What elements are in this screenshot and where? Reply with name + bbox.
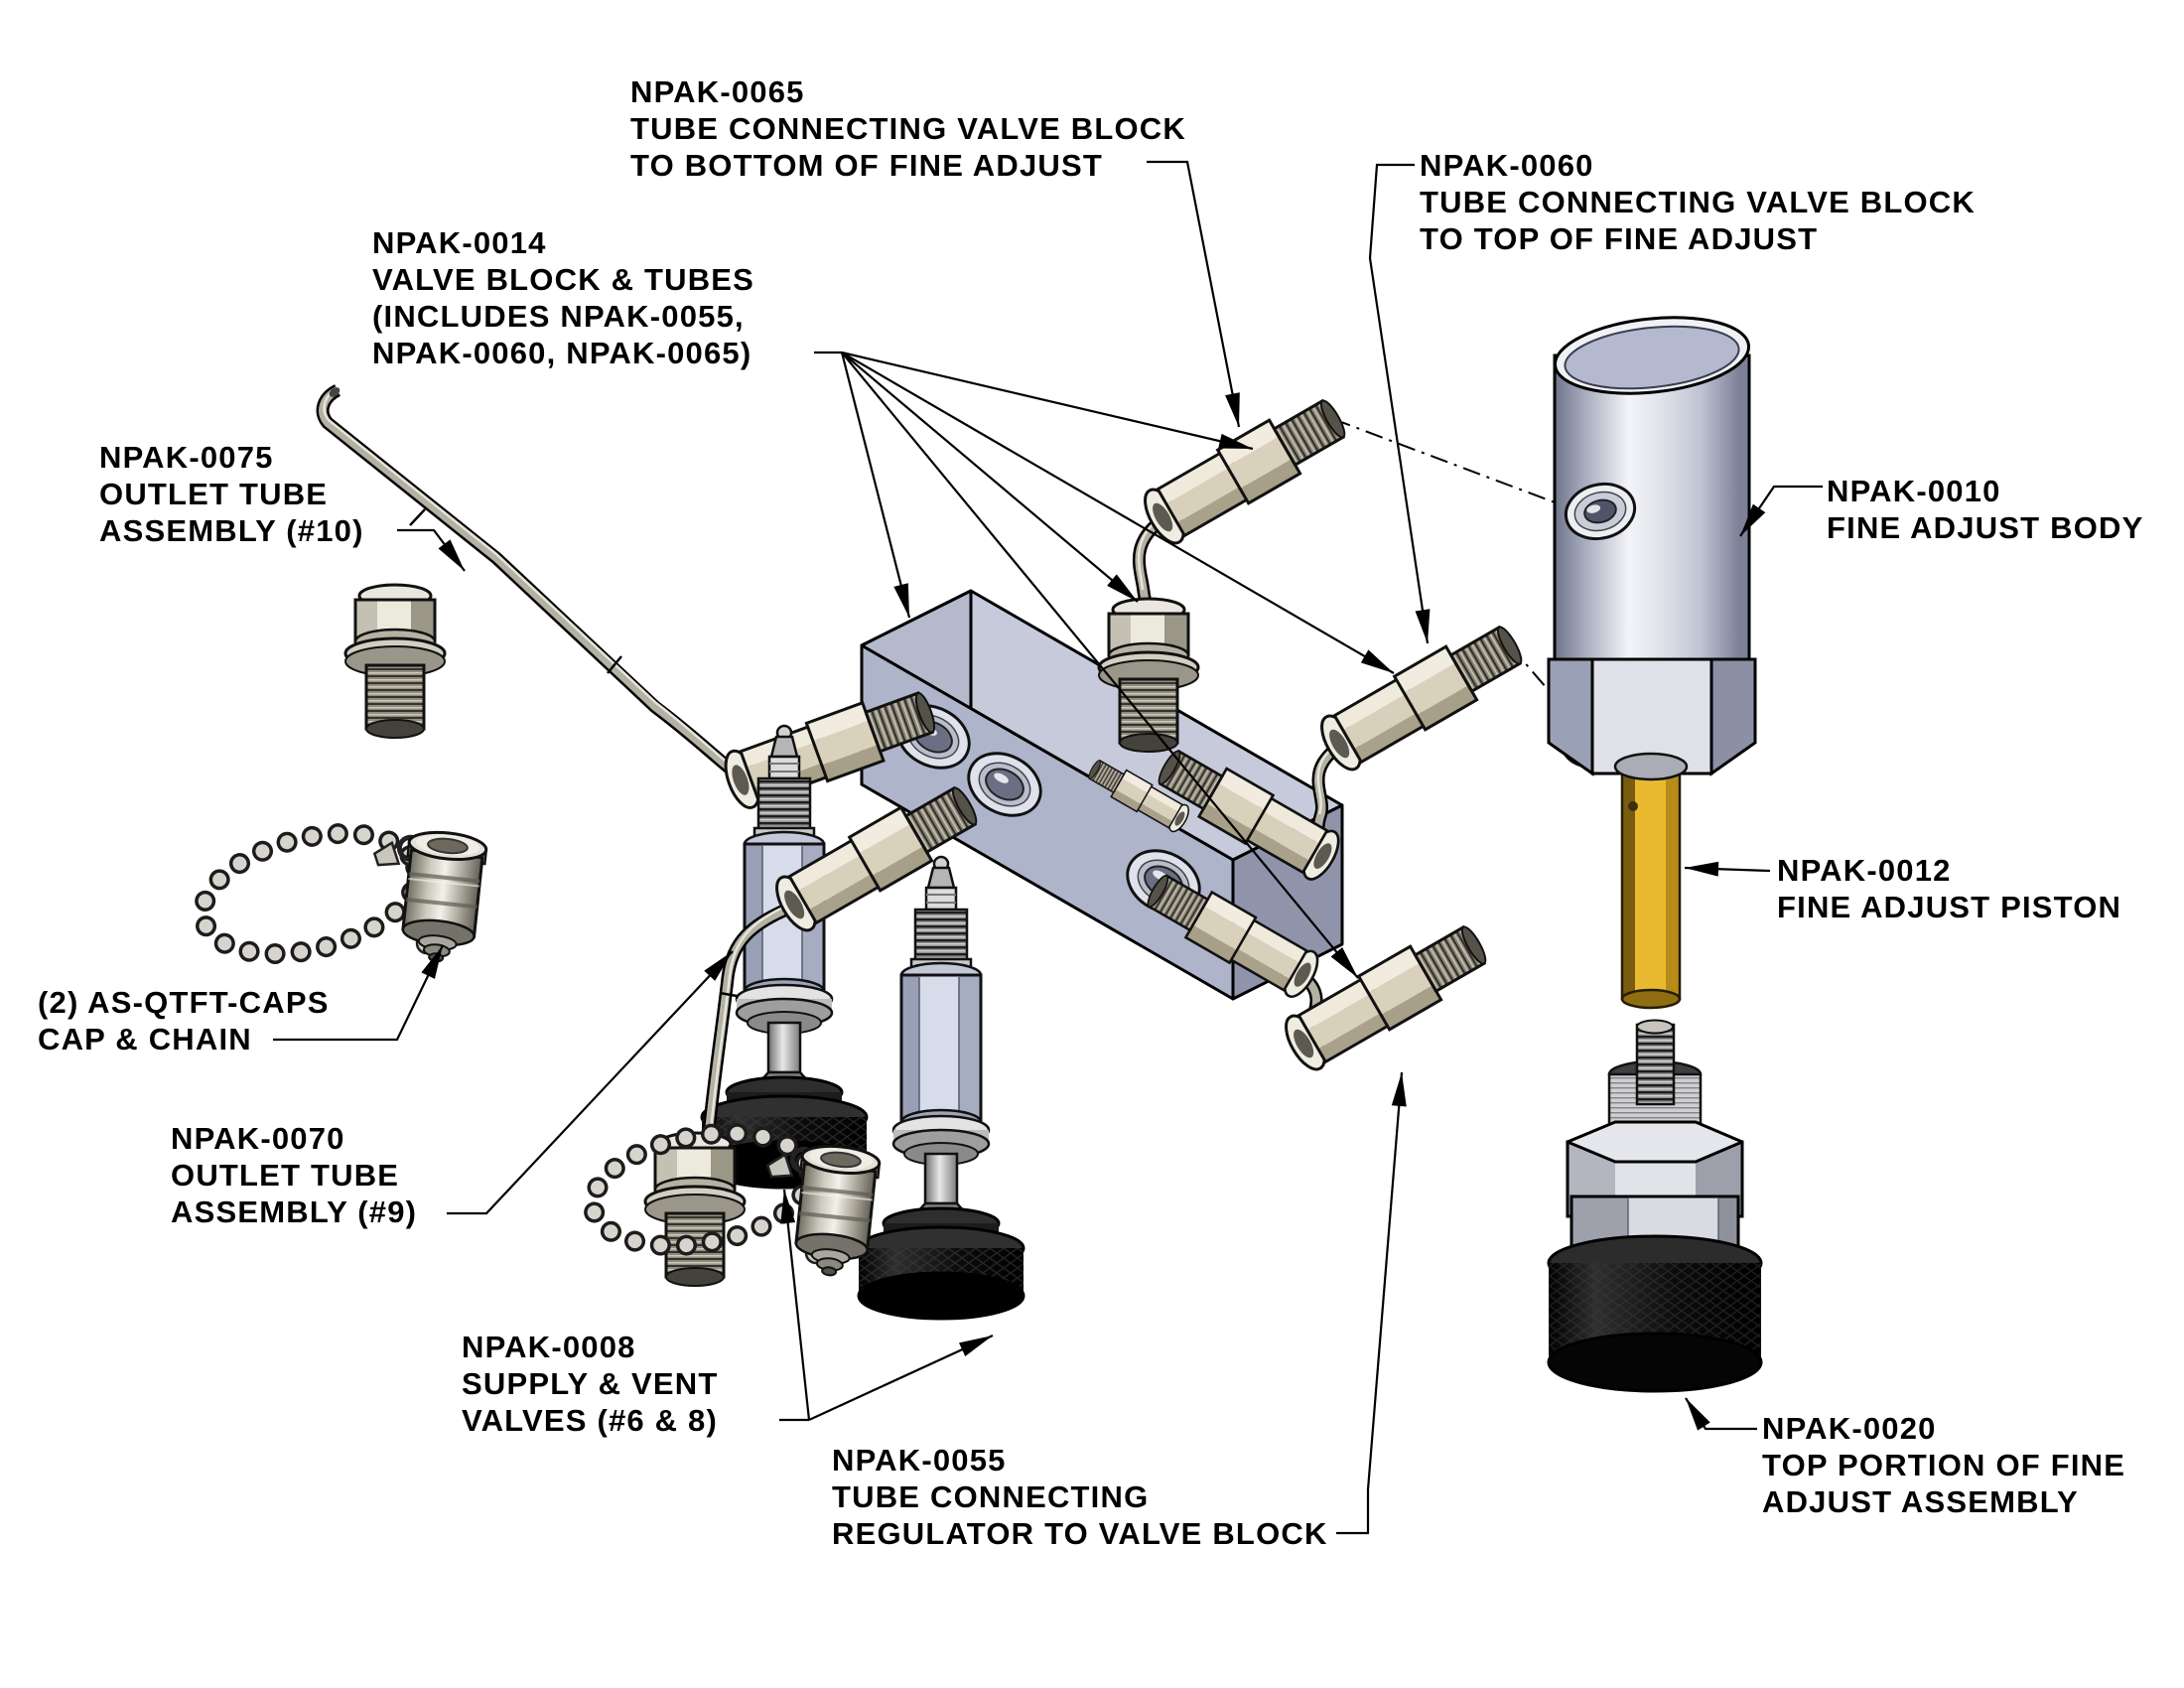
label-line: CAP & CHAIN (38, 1022, 252, 1056)
label-line: TUBE CONNECTING VALVE BLOCK (630, 111, 1186, 146)
label-line: NPAK-0075 (99, 440, 274, 475)
label-npak-0055: NPAK-0055 TUBE CONNECTING REGULATOR TO V… (832, 1442, 1328, 1552)
bulkhead-fitting-10 (343, 583, 447, 740)
label-line: SUPPLY & VENT (462, 1366, 719, 1401)
black-knob-base (1547, 1234, 1763, 1393)
leader-npak-0055 (1336, 1071, 1404, 1535)
bulkhead-fitting-9 (643, 1131, 747, 1288)
qtft-cap-1 (395, 827, 489, 967)
label-line: NPAK-0070 (171, 1121, 345, 1156)
label-line: NPAK-0010 (1827, 474, 2001, 508)
fine-adjust-body-hex (1547, 657, 1757, 776)
label-line: ASSEMBLY (#10) (99, 513, 364, 548)
tube-npak-0060 (1083, 614, 1532, 888)
label-line: VALVE BLOCK & TUBES (372, 262, 755, 297)
label-line: TO TOP OF FINE ADJUST (1420, 221, 1819, 256)
tube-npak-0065 (1097, 387, 1355, 754)
label-line: VALVES (#6 & 8) (462, 1403, 719, 1438)
tube-npak-0055 (1139, 864, 1496, 1078)
fine-adjust-body (1547, 316, 1757, 776)
outlet-tube-assembly-10 (316, 384, 943, 815)
supply-vent-valve-right (857, 855, 1025, 1321)
label-line: NPAK-0060, NPAK-0065) (372, 336, 752, 370)
label-line: (INCLUDES NPAK-0055, (372, 299, 745, 334)
label-line: ADJUST ASSEMBLY (1762, 1484, 2079, 1519)
fine-adjust-piston (1613, 752, 1689, 1010)
label-line: (2) AS-QTFT-CAPS (38, 985, 330, 1020)
label-line: NPAK-0055 (832, 1443, 1007, 1477)
label-line: ASSEMBLY (#9) (171, 1195, 418, 1229)
label-line: FINE ADJUST BODY (1827, 510, 2144, 545)
leader-as-qtft-caps (273, 944, 444, 1042)
label-as-qtft-caps: (2) AS-QTFT-CAPS CAP & CHAIN (38, 984, 330, 1057)
label-line: TOP PORTION OF FINE (1762, 1448, 2126, 1482)
label-npak-0065: NPAK-0065 TUBE CONNECTING VALVE BLOCK TO… (630, 73, 1186, 184)
leader-lines (273, 160, 1823, 1535)
label-line: NPAK-0012 (1777, 853, 1952, 888)
label-line: REGULATOR TO VALVE BLOCK (832, 1516, 1328, 1551)
outlet-tube-assembly-9 (643, 774, 987, 1288)
label-line: OUTLET TUBE (171, 1158, 400, 1193)
label-npak-0070: NPAK-0070 OUTLET TUBE ASSEMBLY (#9) (171, 1120, 417, 1230)
label-line: TUBE CONNECTING (832, 1479, 1150, 1514)
tube-fitting-0060-upper (1311, 614, 1532, 778)
label-line: NPAK-0060 (1420, 148, 1594, 183)
label-npak-0012: NPAK-0012 FINE ADJUST PISTON (1777, 852, 2121, 925)
label-line: NPAK-0065 (630, 74, 805, 109)
label-line: NPAK-0020 (1762, 1411, 1937, 1446)
label-npak-0020: NPAK-0020 TOP PORTION OF FINE ADJUST ASS… (1762, 1410, 2125, 1520)
label-line: NPAK-0014 (372, 225, 547, 260)
label-npak-0014: NPAK-0014 VALVE BLOCK & TUBES (INCLUDES … (372, 224, 754, 371)
bead-chain-1 (192, 822, 428, 965)
label-line: TO BOTTOM OF FINE ADJUST (630, 148, 1104, 183)
label-line: OUTLET TUBE (99, 477, 329, 511)
leader-npak-0070 (447, 950, 734, 1215)
label-npak-0008: NPAK-0008 SUPPLY & VENT VALVES (#6 & 8) (462, 1329, 719, 1439)
leader-npak-0065 (1147, 160, 1241, 428)
top-portion-fine-adjust-assembly (1547, 1019, 1763, 1393)
label-line: TUBE CONNECTING VALVE BLOCK (1420, 185, 1976, 219)
label-line: FINE ADJUST PISTON (1777, 890, 2122, 924)
leader-npak-0060 (1368, 163, 1430, 644)
label-npak-0075: NPAK-0075 OUTLET TUBE ASSEMBLY (#10) (99, 439, 364, 549)
tube-fitting-0065 (1135, 387, 1355, 552)
label-line: NPAK-0008 (462, 1330, 636, 1364)
cap-and-chain-2 (582, 1122, 883, 1281)
label-npak-0060: NPAK-0060 TUBE CONNECTING VALVE BLOCK TO… (1420, 147, 1976, 257)
leader-npak-0014 (814, 351, 1395, 979)
cap-and-chain-1 (192, 822, 489, 967)
label-npak-0010: NPAK-0010 FINE ADJUST BODY (1827, 473, 2143, 546)
